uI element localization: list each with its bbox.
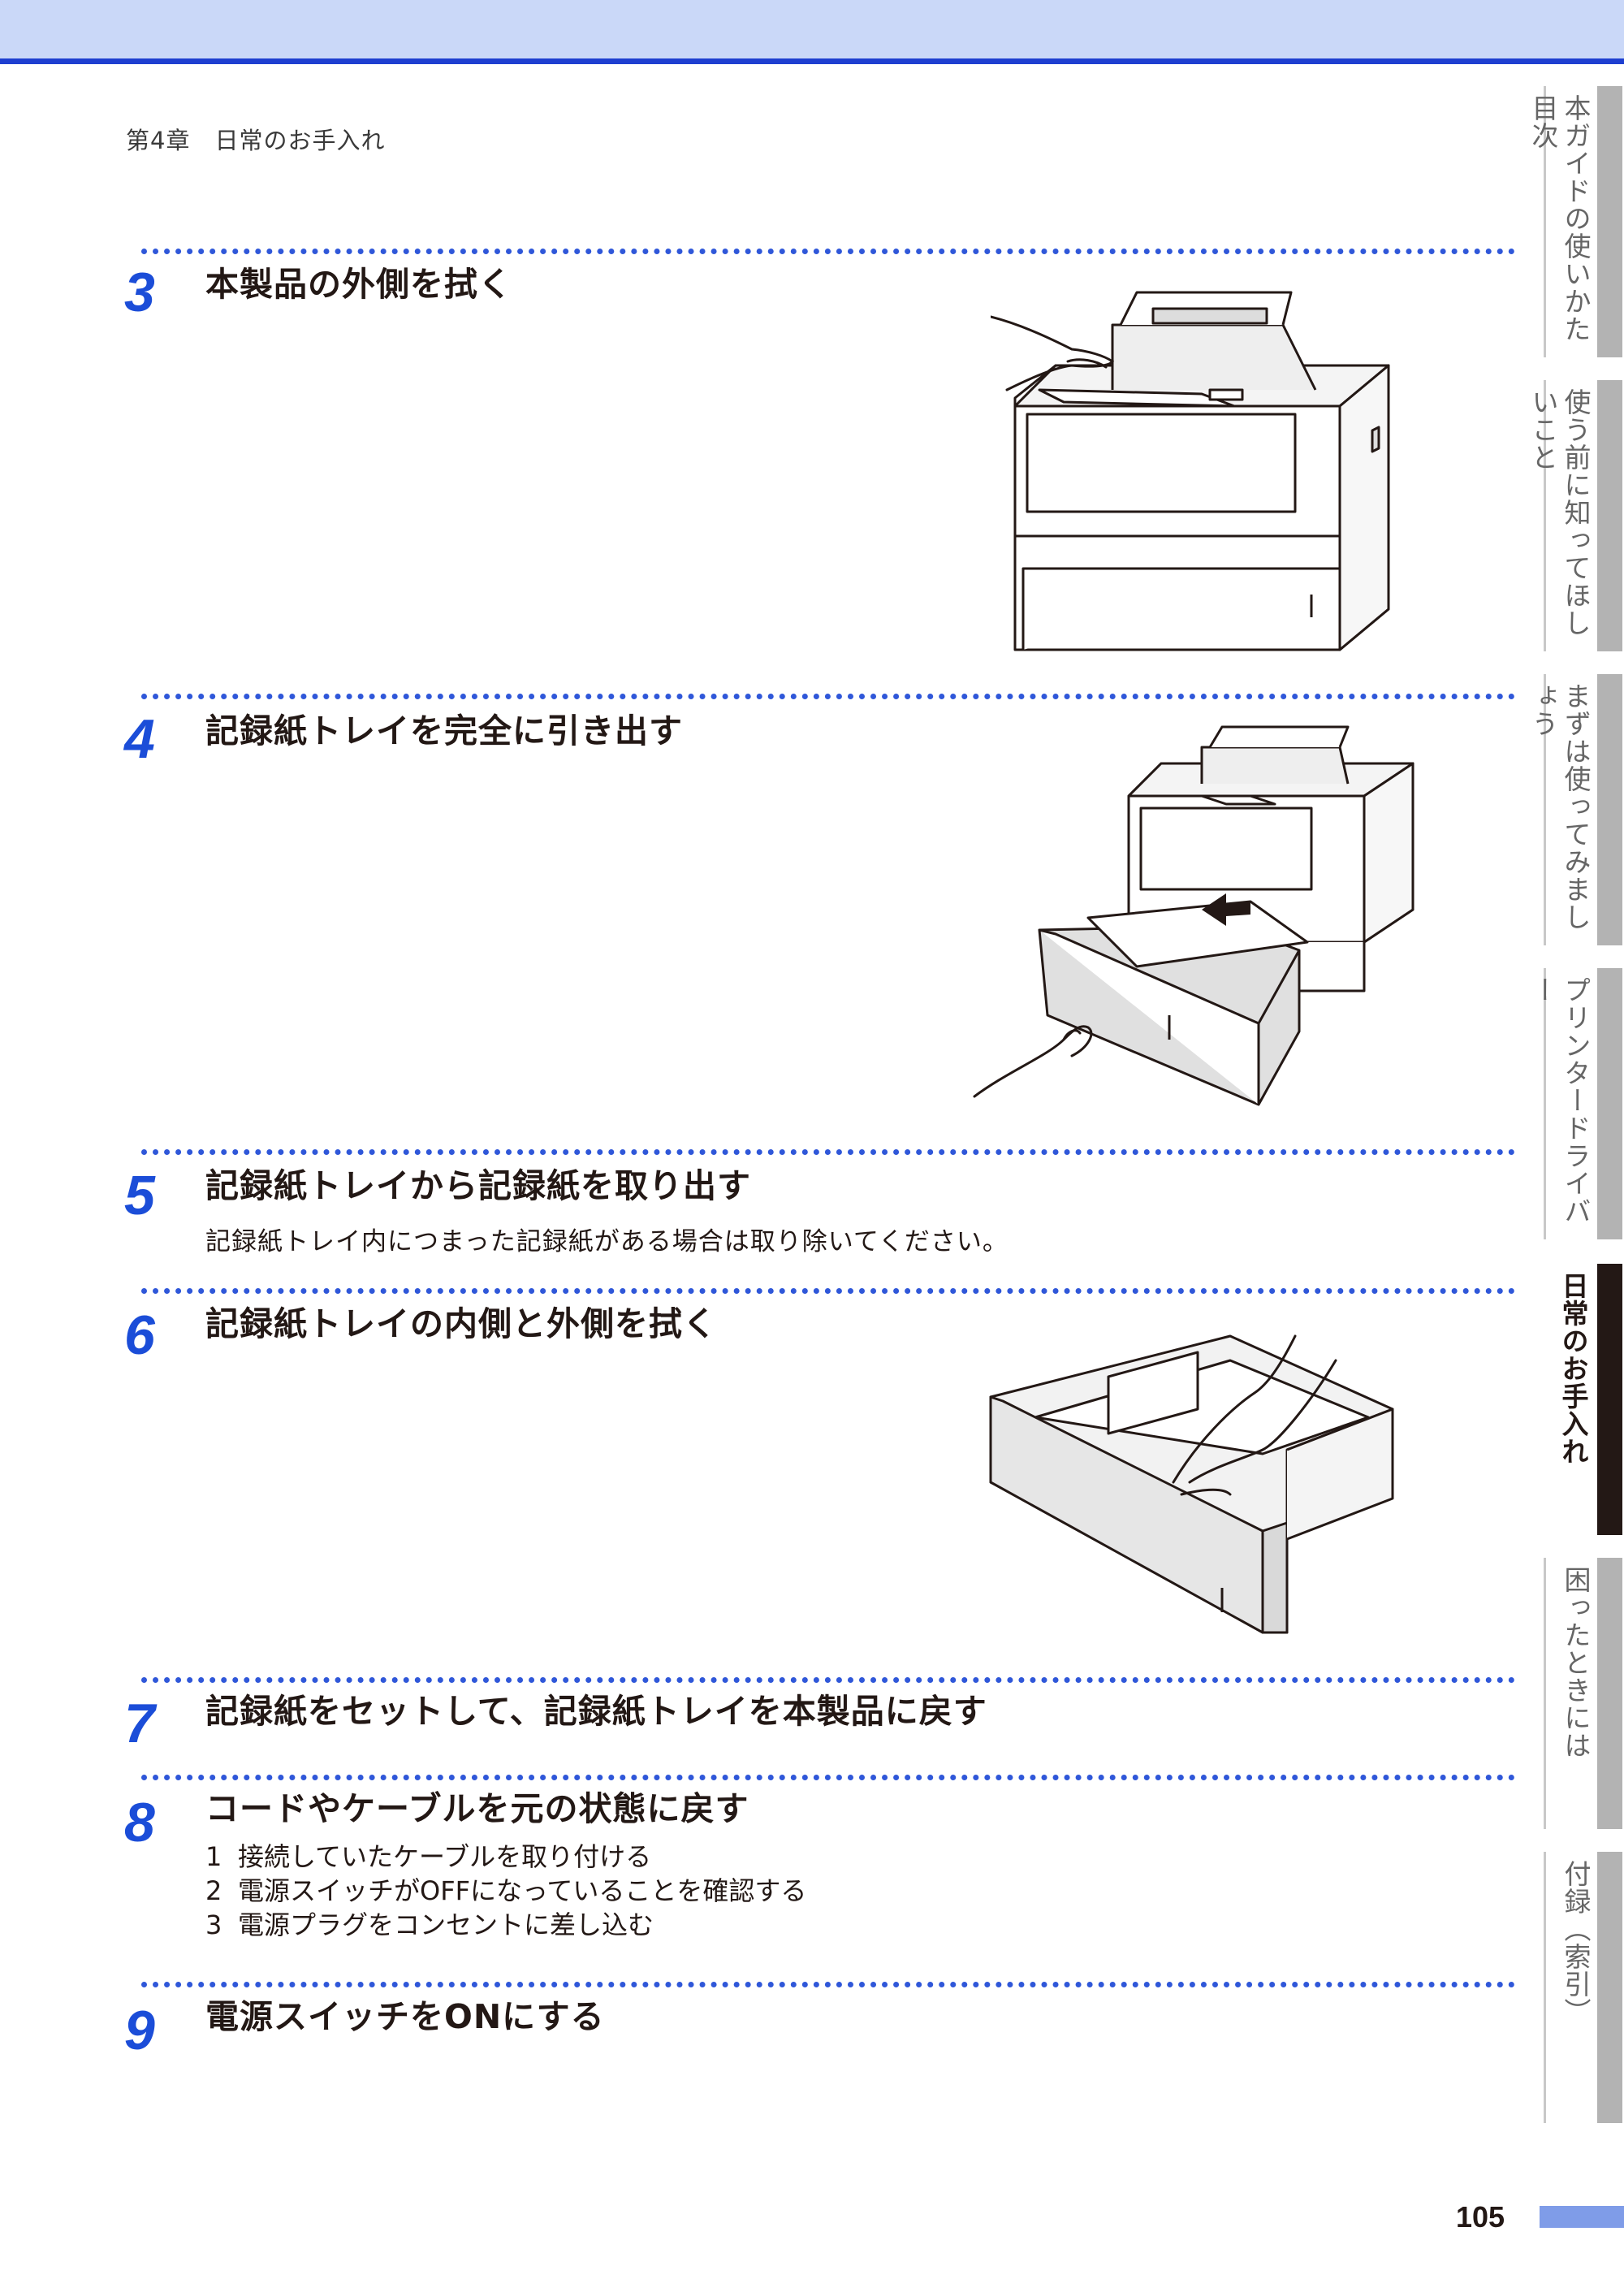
step-divider — [141, 1677, 1515, 1683]
side-tab-label: 日常のお手入れ — [1557, 1272, 1589, 1465]
step-title: 電源スイッチをONにする — [205, 1997, 605, 2036]
step-number: 6 — [124, 1304, 155, 1366]
side-tab-get-started[interactable]: まずは使ってみましょう — [1527, 674, 1622, 945]
side-tab-label: 本ガイドの使いかた目次 — [1527, 94, 1592, 343]
side-tab-printer-driver[interactable]: プリンタードライバー — [1527, 968, 1622, 1239]
page-number: 105 — [1456, 2200, 1505, 2234]
step-title: コードやケーブルを元の状態に戻す — [205, 1789, 749, 1828]
side-tab-label: 困ったときには — [1560, 1566, 1592, 1759]
step-divider — [141, 249, 1515, 254]
side-tab-troubleshooting[interactable]: 困ったときには — [1544, 1558, 1622, 1829]
side-tab-label: 使う前に知ってほしいこと — [1527, 388, 1592, 637]
step-number: 5 — [124, 1165, 155, 1226]
tray-pull-illustration — [973, 725, 1415, 1106]
substep-text: 電源スイッチがOFFになっていることを確認する — [238, 1875, 807, 1906]
side-tab-appendix[interactable]: 付録（索引） — [1544, 1852, 1622, 2123]
side-tab-bar — [1597, 1558, 1622, 1829]
side-tab-bar — [1597, 968, 1622, 1239]
side-tab-label: 付録（索引） — [1560, 1860, 1592, 2026]
step-divider — [141, 1775, 1515, 1780]
substep-list: 1 接続していたケーブルを取り付ける 2 電源スイッチがOFFになっていることを確認… — [205, 1840, 806, 1942]
step-number: 8 — [124, 1792, 155, 1853]
side-tab-label: プリンタードライバー — [1527, 976, 1592, 1225]
step-divider — [141, 1288, 1515, 1294]
side-tab-bar — [1597, 86, 1622, 357]
tray-clean-illustration — [989, 1334, 1394, 1634]
printer-wipe-illustration — [991, 291, 1390, 651]
substep-item: 1 接続していたケーブルを取り付ける — [205, 1840, 806, 1874]
step-description: 記録紙トレイ内につまった記録紙がある場合は取り除いてください。 — [205, 1227, 1009, 1256]
step-number: 7 — [124, 1693, 155, 1754]
substep-item: 2 電源スイッチがOFFになっていることを確認する — [205, 1874, 806, 1908]
step-divider — [141, 1149, 1515, 1155]
substep-number: 1 — [205, 1841, 222, 1872]
substep-text: 電源プラグをコンセントに差し込む — [238, 1909, 654, 1940]
step-divider — [141, 694, 1515, 699]
substep-text: 接続していたケーブルを取り付ける — [238, 1841, 652, 1872]
side-tab-bar — [1597, 1264, 1622, 1535]
side-tab-before-use[interactable]: 使う前に知ってほしいこと — [1527, 380, 1622, 651]
side-tab-bar — [1597, 1852, 1622, 2123]
substep-number: 3 — [205, 1909, 222, 1940]
step-title: 記録紙トレイから記録紙を取り出す — [205, 1166, 751, 1205]
step-title: 記録紙トレイを完全に引き出す — [205, 711, 683, 750]
header-band — [0, 0, 1624, 58]
substep-item: 3 電源プラグをコンセントに差し込む — [205, 1908, 806, 1942]
step-number: 3 — [124, 262, 155, 323]
chapter-label: 第4章 日常のお手入れ — [126, 127, 386, 154]
side-tab-maintenance[interactable]: 日常のお手入れ — [1544, 1264, 1622, 1535]
side-tab-guide-contents[interactable]: 本ガイドの使いかた目次 — [1527, 86, 1622, 357]
step-number: 4 — [124, 708, 155, 770]
step-title: 本製品の外側を拭く — [205, 265, 512, 304]
side-tab-bar — [1597, 380, 1622, 651]
side-tab-label: まずは使ってみましょう — [1527, 682, 1592, 931]
step-title: 記録紙トレイの内側と外側を拭く — [205, 1304, 717, 1343]
step-number: 9 — [124, 2000, 155, 2061]
substep-number: 2 — [205, 1875, 222, 1906]
side-tab-bar — [1597, 674, 1622, 945]
header-rule — [0, 58, 1624, 64]
page-number-bar — [1540, 2206, 1624, 2228]
step-divider — [141, 1982, 1515, 1987]
step-title: 記録紙をセットして、記録紙トレイを本製品に戻す — [205, 1692, 987, 1731]
